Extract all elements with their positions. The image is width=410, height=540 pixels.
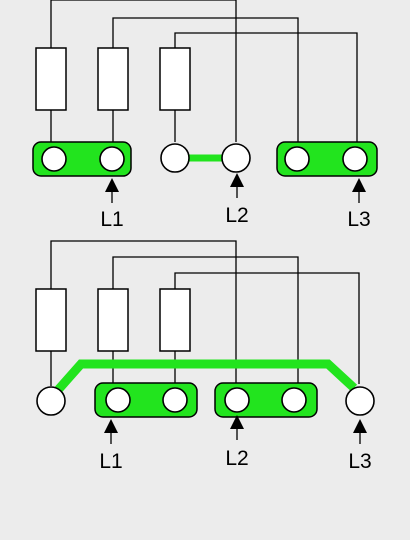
bottom-terminal-2	[105, 387, 131, 413]
top-diagram: L1 L2 L3	[32, 0, 378, 231]
top-label-l1: L1	[100, 208, 123, 231]
top-winding-1	[35, 47, 67, 111]
top-terminal-3	[160, 143, 190, 173]
top-wire-middle	[112, 17, 299, 142]
top-winding-3	[159, 47, 191, 111]
top-label-l2: L2	[225, 204, 248, 227]
bottom-arrow-l1	[104, 419, 118, 444]
top-arrow-l3	[352, 178, 366, 203]
bottom-winding-3	[159, 288, 191, 352]
bottom-star-link	[54, 359, 358, 393]
bottom-terminal-3	[162, 387, 188, 413]
bottom-arrow-l2	[230, 415, 244, 440]
bottom-terminal-1	[36, 386, 66, 416]
top-terminal-4	[221, 143, 251, 173]
bottom-wire-left	[50, 240, 237, 384]
top-terminal-5	[284, 146, 310, 172]
top-wire-right	[174, 32, 358, 142]
top-winding-2	[97, 47, 129, 111]
top-arrow-l2	[230, 173, 244, 198]
top-terminal-1	[41, 146, 67, 172]
bottom-terminal-5	[281, 387, 307, 413]
bottom-winding-2	[97, 288, 129, 352]
bottom-label-l2: L2	[225, 447, 248, 470]
bottom-label-l3: L3	[348, 450, 371, 473]
top-label-l3: L3	[347, 208, 370, 231]
bottom-label-l1: L1	[99, 450, 122, 473]
top-wire-left	[50, 0, 237, 142]
top-terminal-2	[99, 146, 125, 172]
bottom-diagram: L1 L2 L3	[35, 240, 375, 473]
bottom-wire-middle	[112, 256, 299, 384]
bottom-winding-1	[35, 288, 67, 352]
top-wires	[50, 0, 358, 142]
bottom-terminal-4	[224, 387, 250, 413]
bottom-arrow-l3	[353, 419, 367, 444]
bottom-terminal-6	[345, 386, 375, 416]
top-arrow-l1	[105, 178, 119, 203]
bottom-wire-right	[174, 272, 360, 384]
top-terminal-6	[342, 146, 368, 172]
